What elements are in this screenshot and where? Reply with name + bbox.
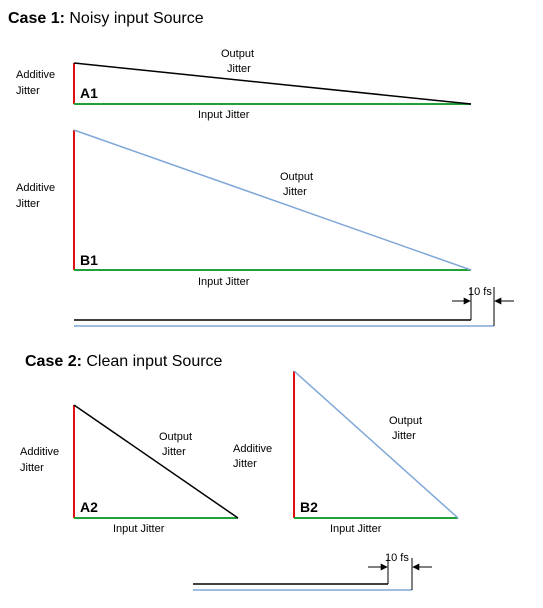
a1-output-line: [73, 62, 472, 105]
b1-additive-label-1: Additive: [16, 182, 55, 194]
b2-additive-label-2: Jitter: [233, 458, 257, 470]
a1-input-label: Input Jitter: [198, 109, 250, 121]
a2-output-line: [73, 404, 239, 519]
a2-input-label: Input Jitter: [113, 523, 165, 535]
b1-output-line: [73, 129, 472, 271]
case1-delta-label: 10 fs: [468, 286, 492, 298]
a2-tag: A2: [80, 499, 98, 515]
b1-input-label: Input Jitter: [198, 276, 250, 288]
b2-input-label: Input Jitter: [330, 523, 382, 535]
a1-output-label-2: Jitter: [227, 63, 251, 75]
case2-delta-label: 10 fs: [385, 552, 409, 564]
a2-output-label-2: Jitter: [162, 446, 186, 458]
case1-comparison: 10 fs: [74, 286, 514, 327]
case1-heading: Case 1: Noisy input Source: [8, 10, 204, 27]
b2-output-line: [293, 370, 459, 519]
triangle-b2: B2 Additive Jitter Output Jitter Input J…: [233, 370, 459, 535]
b1-output-label-1: Output: [280, 171, 313, 183]
a2-output-label-1: Output: [159, 431, 192, 443]
a2-additive-label-1: Additive: [20, 446, 59, 458]
triangle-b1: B1 Additive Jitter Output Jitter Input J…: [16, 129, 472, 288]
a1-additive-label-1: Additive: [16, 69, 55, 81]
a2-additive-label-2: Jitter: [20, 462, 44, 474]
case2-heading: Case 2: Clean input Source: [25, 353, 223, 370]
b2-tag: B2: [300, 499, 318, 515]
b1-output-label-2: Jitter: [283, 186, 307, 198]
triangle-a1: A1 Additive Jitter Output Jitter Input J…: [16, 48, 472, 121]
a1-tag: A1: [80, 85, 98, 101]
b2-additive-label-1: Additive: [233, 443, 272, 455]
b2-output-label-2: Jitter: [392, 430, 416, 442]
a1-output-label-1: Output: [221, 48, 254, 60]
b1-tag: B1: [80, 252, 98, 268]
b1-additive-label-2: Jitter: [16, 198, 40, 210]
triangle-a2: A2 Additive Jitter Output Jitter Input J…: [20, 404, 239, 535]
b2-output-label-1: Output: [389, 415, 422, 427]
case2-comparison: 10 fs: [193, 552, 432, 591]
a1-additive-label-2: Jitter: [16, 85, 40, 97]
